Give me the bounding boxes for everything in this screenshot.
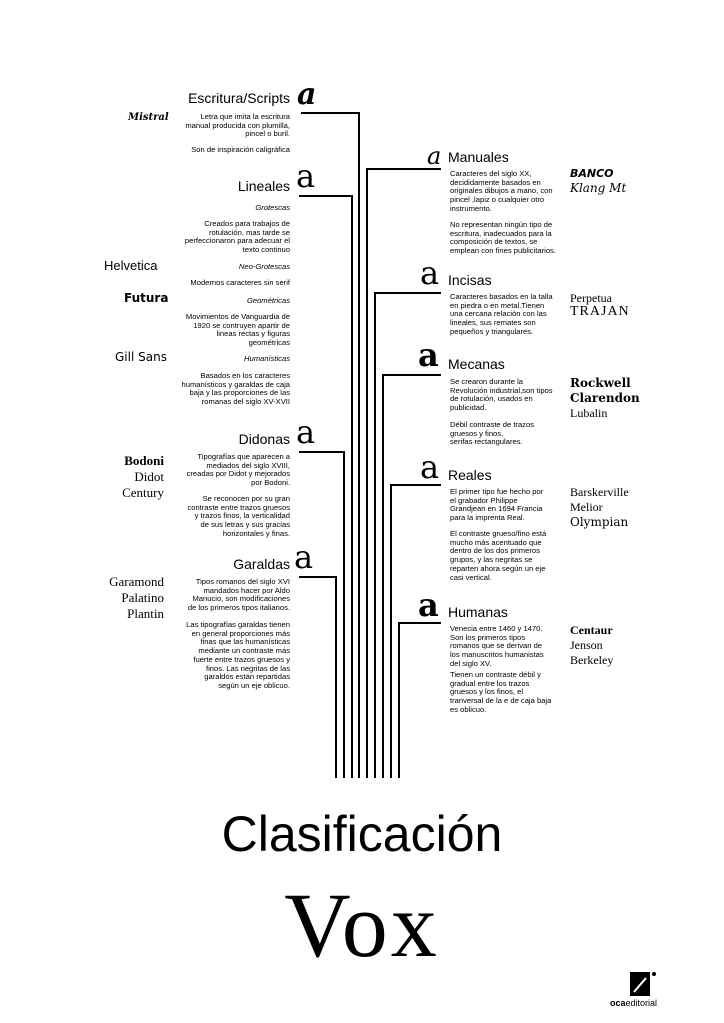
example-melior: Melior xyxy=(570,500,603,514)
mecanas-title: Mecanas xyxy=(448,356,505,372)
humanas-desc-2: Tienen un contraste débil y gradual entr… xyxy=(450,670,552,714)
example-jenson: Jenson xyxy=(570,638,603,652)
manuales-desc-2: No representan ningún tipo de escritura,… xyxy=(450,220,556,256)
mecanas-glyph: a xyxy=(418,336,439,374)
lineales-neo-desc: Modernos caracteres sin serif xyxy=(190,278,290,287)
didonas-desc-2: Se reconocen por su gran contraste entre… xyxy=(187,494,290,538)
garaldas-title: Garaldas xyxy=(233,556,290,572)
humanas-desc-1: Venecia entre 1460 y 1470. Son los prime… xyxy=(450,624,544,668)
page-title: Clasificación xyxy=(221,806,503,862)
lineales-neo-label: Neo-Grotescas xyxy=(238,262,290,271)
example-trajan: TRAJAN xyxy=(570,304,630,319)
didonas-glyph: a xyxy=(296,413,316,451)
reales-desc-1: El primer tipo fue hecho por el grabador… xyxy=(450,487,544,523)
oca-logo xyxy=(616,970,666,1002)
example-futura: Futura xyxy=(124,291,169,305)
incisas-glyph: a xyxy=(420,254,440,292)
garaldas-desc-2: Las tipografías garaldas tienen en gener… xyxy=(186,620,290,691)
brand-part1: oca xyxy=(610,998,626,1008)
example-perpetua: Perpetua xyxy=(570,291,612,305)
oca-logo-icon xyxy=(630,972,656,996)
example-helvetica: Helvetica xyxy=(104,258,158,273)
example-palatino: Palatino xyxy=(121,590,164,605)
manuales-title: Manuales xyxy=(448,149,509,165)
vox-title: Vox xyxy=(284,874,440,976)
example-bodoni: Bodoni xyxy=(124,453,164,468)
example-baskerville: Barskerville xyxy=(570,485,629,499)
lineales-title: Lineales xyxy=(237,178,290,194)
mecanas-desc-1: Se crearon durante la Revolución industr… xyxy=(450,377,553,413)
lineales-hum-desc: Basados en los caracteres humanísticos y… xyxy=(181,371,290,407)
scripts-desc-2: Son de inspiración caligráfica xyxy=(191,145,290,154)
mecanas-desc-2: Débil contraste de trazos gruesos y fino… xyxy=(450,420,534,447)
example-clarendon: Clarendon xyxy=(570,391,640,405)
scripts-desc-1: Letra que imita la escritura manual prod… xyxy=(185,112,290,139)
example-lubalin: Lubalin xyxy=(570,406,608,420)
manuales-desc-1: Caracteres del siglo XX, decididamente b… xyxy=(450,169,553,213)
example-garamond: Garamond xyxy=(109,574,164,589)
reales-title: Reales xyxy=(448,467,492,483)
garaldas-desc-1: Tipos romanos del siglo XVI mandados hac… xyxy=(187,577,290,613)
manuales-glyph: a xyxy=(427,142,442,170)
reales-glyph: a xyxy=(420,448,440,486)
lineales-grotescas-label: Grotescas xyxy=(255,203,290,212)
humanas-glyph: a xyxy=(418,586,439,624)
lineales-hum-label: Humanísticas xyxy=(243,354,290,363)
scripts-title: Escritura/Scripts xyxy=(188,90,290,106)
example-century: Century xyxy=(122,485,164,500)
example-klang: Klang Mt xyxy=(570,181,627,195)
lineales-glyph: a xyxy=(296,157,316,195)
example-banco: BANCO xyxy=(570,167,614,180)
lineales-grotescas-desc: Creados para trabajos de rotulación, mas… xyxy=(184,219,290,255)
scripts-glyph: a xyxy=(297,77,317,112)
reales-desc-2: El contraste grueso/fino está mucho más … xyxy=(450,529,547,582)
example-gill-sans: Gill Sans xyxy=(115,350,167,364)
lineales-geo-desc: Movimientos de Vanguardia de 1920 se con… xyxy=(185,312,290,348)
lineales-geo-label: Geométricas xyxy=(246,296,290,305)
example-mistral: Mistral xyxy=(128,112,169,123)
example-rockwell: Rockwell xyxy=(570,376,631,390)
didonas-title: Didonas xyxy=(238,431,290,447)
example-plantin: Plantin xyxy=(127,606,164,621)
incisas-title: Incisas xyxy=(448,272,492,288)
brand-part2: editorial xyxy=(625,998,658,1008)
incisas-desc-1: Caracteres basados en la talla en piedra… xyxy=(450,292,553,336)
example-didot: Didot xyxy=(134,469,164,484)
example-olympian: Olympian xyxy=(570,515,629,529)
example-centaur: Centaur xyxy=(570,623,613,637)
brand-name: ocaeditorial xyxy=(610,998,657,1008)
humanas-title: Humanas xyxy=(448,604,508,620)
garaldas-glyph: a xyxy=(294,538,314,576)
didonas-desc-1: Tipografías que aparecen a mediados del … xyxy=(186,452,290,488)
example-berkeley: Berkeley xyxy=(570,653,614,667)
